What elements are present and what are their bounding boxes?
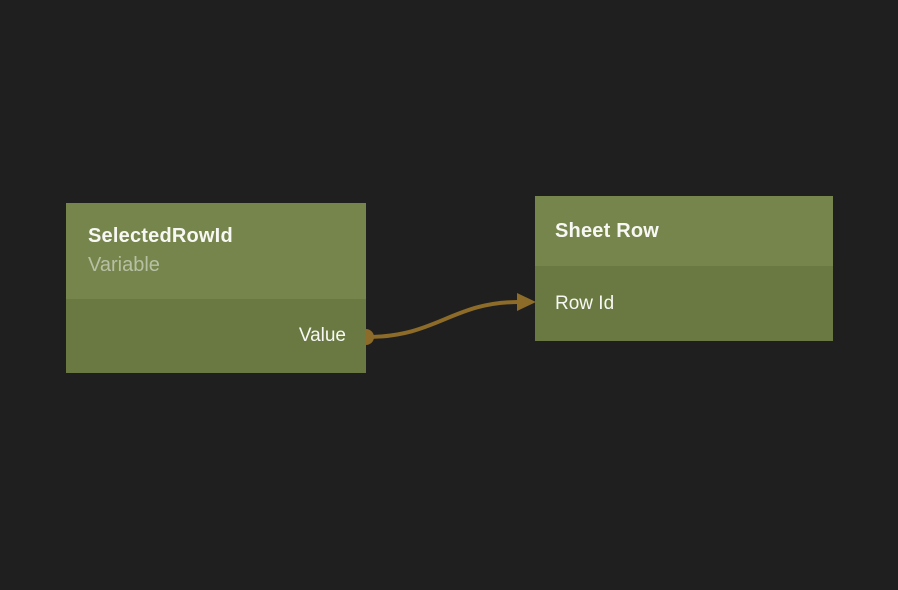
input-port-row-rowid[interactable]: Row Id (535, 266, 833, 341)
node-subtitle: Variable (88, 254, 160, 276)
node-header: Sheet Row (535, 196, 833, 266)
input-port-label: Row Id (555, 292, 615, 314)
output-port-label: Value (298, 325, 346, 346)
node-title: Sheet Row (555, 219, 660, 242)
node-selectedrowid[interactable]: SelectedRowId Variable Value (66, 203, 366, 373)
node-title: SelectedRowId (88, 225, 233, 247)
node-body: Value (66, 299, 366, 373)
node-body: Row Id (535, 266, 833, 341)
connection-wire-value-to-rowid[interactable] (365, 300, 521, 339)
node-header: SelectedRowId Variable (66, 203, 366, 299)
output-port-row-value[interactable]: Value (66, 299, 366, 373)
node-sheet-row[interactable]: Sheet Row Row Id (535, 196, 833, 341)
